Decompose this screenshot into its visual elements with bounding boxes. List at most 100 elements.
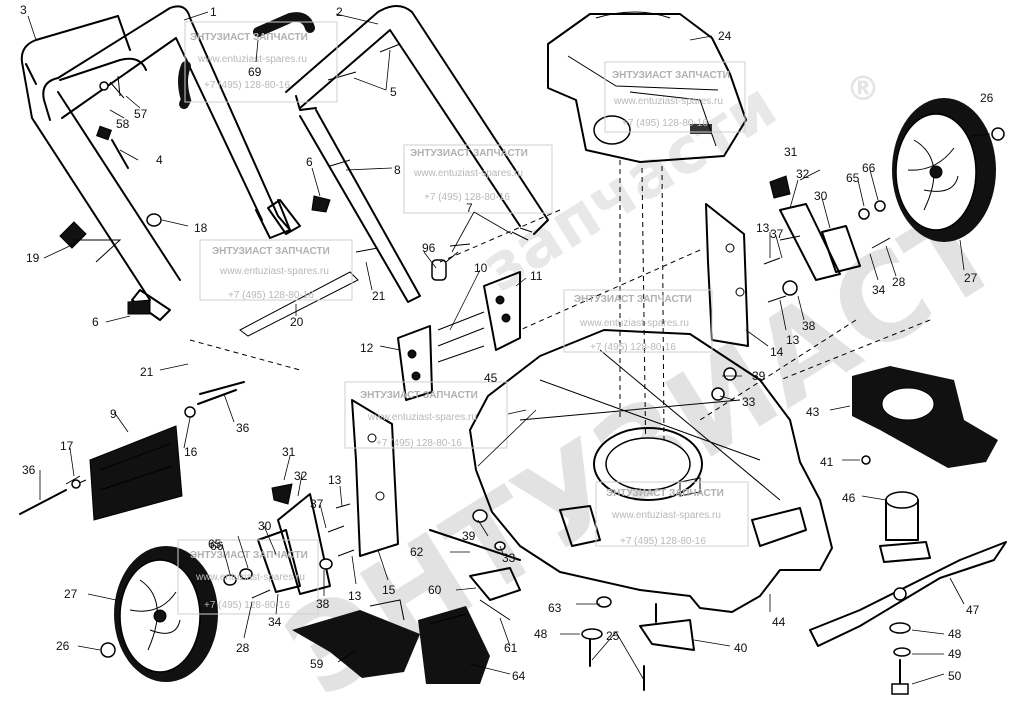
handle-upper-right [285,5,549,303]
callout-label: 16 [184,445,198,459]
adjuster-right-30-32 [769,175,861,281]
callout-label: 37 [310,497,324,511]
callout-label: 20 [290,315,304,329]
bolts-10 [437,311,485,363]
wm-card-phone: +7 (495) 128-80-16 [620,536,706,547]
misc-hardware [71,231,801,570]
callout-label: 33 [502,551,516,565]
hardware-top-left [59,75,162,315]
wm-card-phone: +7 (495) 128-80-16 [204,600,290,611]
wm-card-title: ЭНТУЗИАСТ ЗАПЧАСТИ [190,32,308,43]
callout-label: 32 [796,167,810,181]
callout-label: 17 [60,439,74,453]
wm-card-1: ЭНТУЗИАСТ ЗАПЧАСТИ www.entuziast-spares.… [184,21,338,103]
callout-label: 48 [948,627,962,641]
callout-label: 43 [806,405,820,419]
callout-label: 65 [208,537,222,551]
wm-card-title: ЭНТУЗИАСТ ЗАПЧАСТИ [212,246,330,257]
callout-label: 5 [390,85,397,99]
callout-label: 47 [966,603,980,617]
callout-label: 69 [248,65,262,79]
callout-label: 45 [484,371,498,385]
wm-card-phone: +7 (495) 128-80-16 [228,290,314,301]
callout-label: 34 [268,615,282,629]
wm-card-phone: +7 (495) 128-80-16 [376,438,462,449]
wm-card-phone: +7 (495) 128-80-16 [622,118,708,129]
callout-label: 62 [410,545,424,559]
callouts: 1 2 3 4 5 6 6 7 8 9 10 11 12 13 13 13 13… [20,3,994,683]
callout-label: 41 [820,455,834,469]
callout-label: 14 [770,345,784,359]
wm-card-title: ЭНТУЗИАСТ ЗАПЧАСТИ [612,70,730,81]
callout-label: 49 [948,647,962,661]
callout-label: 13 [786,333,800,347]
callout-label: 32 [294,469,308,483]
callout-label: 61 [504,641,518,655]
callout-label: 21 [140,365,154,379]
blade-bolts [581,367,911,695]
wm-card-phone: +7 (495) 128-80-16 [424,192,510,203]
chute-59 [292,599,420,678]
wheel-right-27 [892,98,996,242]
baffle-43 [852,366,998,468]
callout-label: 4 [156,153,163,167]
wm-card-title: ЭНТУЗИАСТ ЗАПЧАСТИ [360,390,478,401]
deck-44 [469,329,833,613]
callout-label: 38 [316,597,330,611]
callout-label: 48 [534,627,548,641]
wm-card-6: ЭНТУЗИАСТ ЗАПЧАСТИ www.entuziast-spares.… [344,381,508,449]
callout-label: 30 [814,189,828,203]
wm-card-2: ЭНТУЗИАСТ ЗАПЧАСТИ www.entuziast-spares.… [403,144,553,214]
watermark-registered: ® [846,69,880,109]
bracket-15 [351,399,399,557]
rear-flap-9 [19,381,245,521]
callout-label: 44 [772,615,786,629]
callout-label: 64 [512,669,526,683]
wm-card-title: ЭНТУЗИАСТ ЗАПЧАСТИ [574,294,692,305]
wm-card-title: ЭНТУЗИАСТ ЗАПЧАСТИ [606,488,724,499]
callout-label: 21 [372,289,386,303]
callout-label: 36 [22,463,36,477]
callout-label: 34 [872,283,886,297]
handle-bracket-left [131,199,301,321]
callout-label: 25 [606,629,620,643]
callout-label: 39 [752,369,766,383]
callout-label: 31 [282,445,296,459]
wm-card-site: www.entuziast-spares.ru [195,572,305,583]
wheel-left-27 [114,546,218,682]
callout-label: 27 [64,587,78,601]
callout-label: 40 [734,641,748,655]
wm-card-7: ЭНТУЗИАСТ ЗАПЧАСТИ www.entuziast-spares.… [595,481,749,547]
wm-card-site: www.entuziast-spares.ru [197,54,307,65]
wm-card-4: ЭНТУЗИАСТ ЗАПЧАСТИ www.entuziast-spares.… [199,239,353,301]
callout-label: 18 [194,221,208,235]
adjuster-left-30-32 [257,483,331,595]
wm-card-site: www.entuziast-spares.ru [367,412,477,423]
callout-label: 28 [892,275,906,289]
wm-card-site: www.entuziast-spares.ru [413,168,523,179]
callout-label: 59 [310,657,324,671]
callout-label: 63 [548,601,562,615]
callout-label: 13 [328,473,342,487]
callout-label: 1 [210,5,217,19]
callout-label: 50 [948,669,962,683]
wm-card-5: ЭНТУЗИАСТ ЗАПЧАСТИ www.entuziast-spares.… [563,289,713,353]
bracket-14 [705,203,749,347]
wm-card-site: www.entuziast-spares.ru [219,266,329,277]
callout-label: 6 [92,315,99,329]
callout-label: 26 [56,639,70,653]
callout-label: 15 [382,583,396,597]
callout-label: 6 [306,155,313,169]
bracket-11 [483,271,521,351]
callout-label: 57 [134,107,148,121]
wm-card-site: www.entuziast-spares.ru [579,318,689,329]
handle-upper-left [42,5,291,239]
wm-card-phone: +7 (495) 128-80-16 [204,80,290,91]
callout-label: 31 [784,145,798,159]
callout-label: 2 [336,5,343,19]
wm-card-site: www.entuziast-spares.ru [613,96,723,107]
blade-47 [809,541,1007,647]
wm-card-8: ЭНТУЗИАСТ ЗАПЧАСТИ www.entuziast-spares.… [177,539,319,615]
callout-label: 96 [422,241,436,255]
